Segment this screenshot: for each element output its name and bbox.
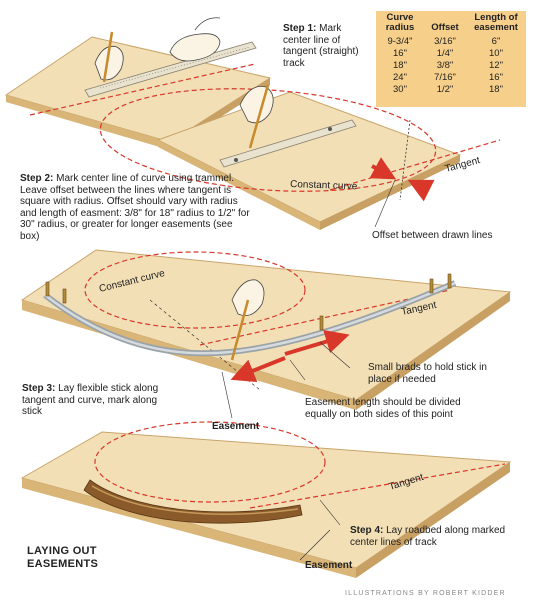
step4-label: Step 4: Lay roadbed along marked center … bbox=[350, 525, 510, 548]
small-brads-label: Small brads to hold stick in place if ne… bbox=[368, 362, 487, 385]
cell-offset: 3/16" bbox=[434, 36, 456, 47]
cell-offset: 1/4" bbox=[436, 48, 454, 59]
step2-title: Step 2: bbox=[20, 173, 54, 184]
table-header-row: Curve radius Offset Length of easement bbox=[376, 11, 526, 36]
easement-label-4: Easement bbox=[305, 560, 353, 571]
header-length: Length of easement bbox=[474, 12, 518, 33]
header-offset: Offset bbox=[431, 22, 459, 33]
cell-radius: 18" bbox=[393, 60, 407, 71]
step1-title: Step 1: bbox=[283, 23, 317, 34]
illustration-credit: ILLUSTRATIONS BY ROBERT KIDDER bbox=[345, 590, 506, 597]
cell-radius: 24" bbox=[393, 72, 407, 83]
table-row: 24" 7/16" 16" bbox=[376, 72, 526, 84]
cell-length: 6" bbox=[491, 36, 501, 47]
easement-length-label: Easement length should be divided equall… bbox=[305, 397, 461, 420]
cell-radius: 16" bbox=[393, 48, 407, 59]
board-step3 bbox=[20, 249, 512, 419]
easement-table-box: Curve radius Offset Length of easement 9… bbox=[376, 11, 526, 107]
board-step1 bbox=[4, 17, 272, 150]
header-curve-radius: Curve radius bbox=[385, 12, 415, 33]
table-row: 16" 1/4" 10" bbox=[376, 48, 526, 60]
step3-label: Step 3: Lay flexible stick along tangent… bbox=[22, 383, 167, 418]
cell-offset: 1/2" bbox=[436, 84, 454, 95]
step3-title: Step 3: bbox=[22, 383, 56, 394]
step2-label: Step 2: Mark center line of curve using … bbox=[20, 173, 252, 242]
easement-label-3: Easement bbox=[212, 421, 260, 432]
step3-text: Lay flexible stick along tangent and cur… bbox=[22, 383, 159, 417]
constant-curve-label-2: Constant curve bbox=[290, 179, 358, 192]
step1-label: Step 1: Mark center line of tangent (str… bbox=[283, 23, 371, 69]
board-step4 bbox=[20, 421, 512, 578]
offset-label: Offset between drawn lines bbox=[372, 230, 493, 241]
step4-text: Lay roadbed along marked center lines of… bbox=[350, 525, 506, 548]
table-row: 9-3/4" 3/16" 6" bbox=[376, 36, 526, 48]
cell-length: 10" bbox=[489, 48, 503, 59]
page-title: LAYING OUT EASEMENTS bbox=[27, 545, 99, 570]
easement-table: Curve radius Offset Length of easement 9… bbox=[376, 11, 526, 96]
cell-offset: 7/16" bbox=[434, 72, 456, 83]
cell-radius: 30" bbox=[393, 84, 407, 95]
table-row: 30" 1/2" 18" bbox=[376, 84, 526, 96]
cell-offset: 3/8" bbox=[436, 60, 454, 71]
cell-length: 18" bbox=[489, 84, 503, 95]
cell-length: 12" bbox=[489, 60, 503, 71]
cell-radius: 9-3/4" bbox=[387, 36, 413, 47]
table-row: 18" 3/8" 12" bbox=[376, 60, 526, 72]
step2-text: Mark center line of curve using trammel.… bbox=[20, 173, 250, 242]
cell-length: 16" bbox=[489, 72, 503, 83]
board-step2 bbox=[99, 84, 501, 230]
step4-title: Step 4: bbox=[350, 525, 384, 536]
step1-text: Mark center line of tangent (straight) t… bbox=[283, 23, 359, 69]
